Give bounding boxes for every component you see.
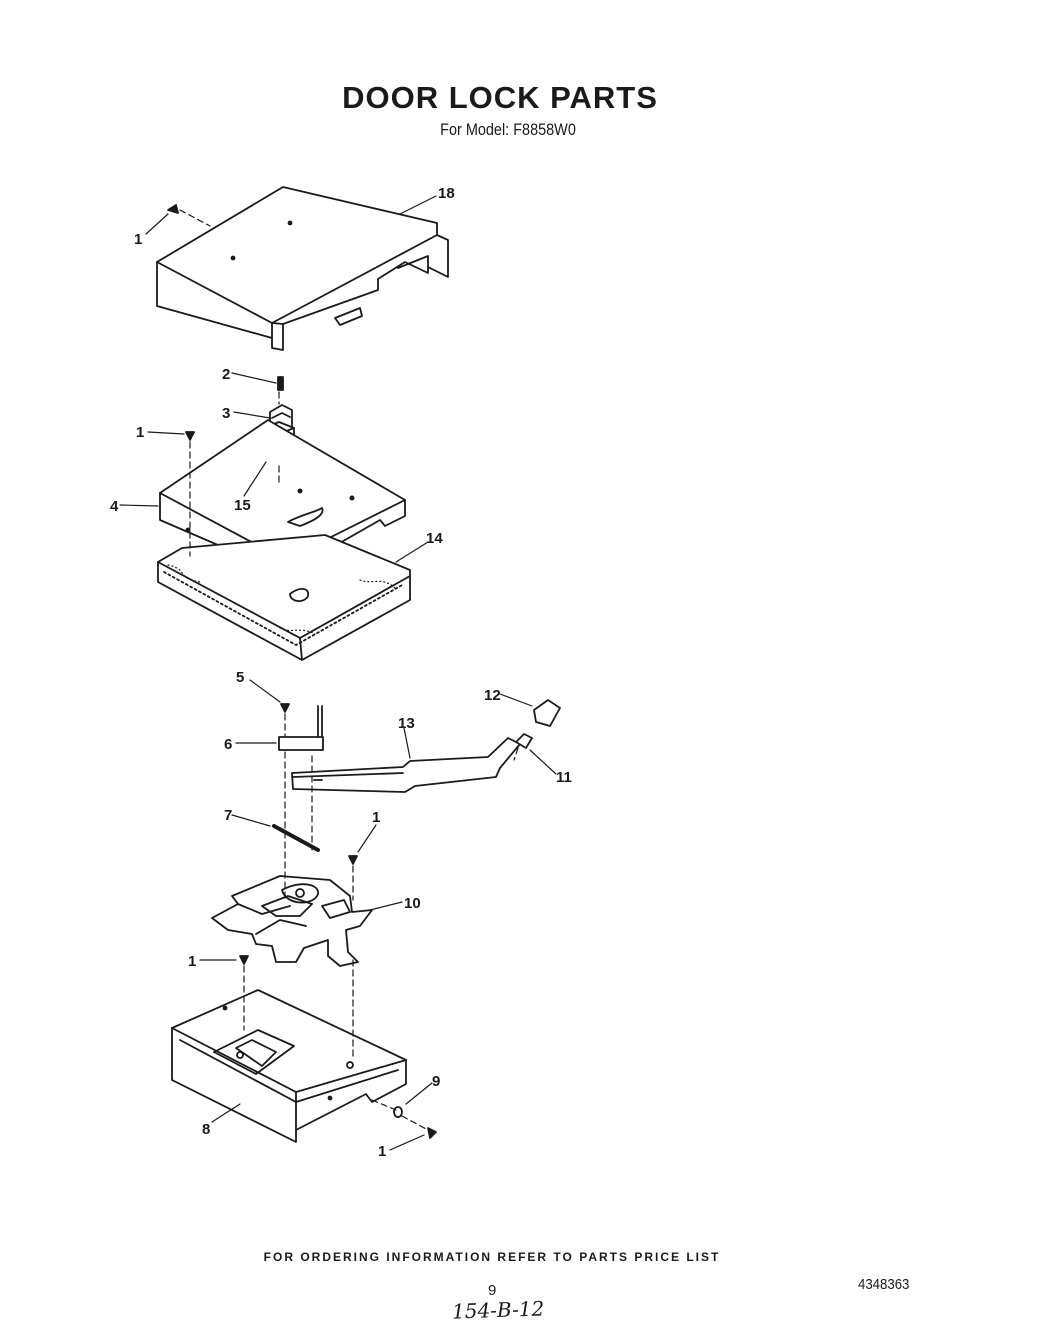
latch-mechanism-part bbox=[211, 875, 373, 967]
page-title: DOOR LOCK PARTS bbox=[342, 80, 658, 115]
callout-3: 3 bbox=[222, 405, 230, 422]
callout-labels: 1 18 2 3 1 4 15 14 5 6 12 13 11 7 1 10 1… bbox=[110, 185, 572, 1160]
callout-leader-lines bbox=[119, 195, 557, 1151]
latch-rod-assembly-part bbox=[278, 699, 561, 793]
assembly-guide-lines bbox=[179, 209, 519, 1131]
callout-6: 6 bbox=[224, 736, 232, 753]
callout-8: 8 bbox=[202, 1121, 210, 1138]
callout-15: 15 bbox=[234, 497, 251, 514]
insulation-pad-part bbox=[157, 534, 411, 661]
callout-12: 12 bbox=[484, 687, 501, 704]
ordering-note: FOR ORDERING INFORMATION REFER TO PARTS … bbox=[263, 1250, 721, 1264]
callout-2: 2 bbox=[222, 366, 230, 383]
document-part-number: 4348363 bbox=[858, 1276, 910, 1293]
callout-1: 1 bbox=[188, 953, 196, 970]
base-tray-part bbox=[171, 989, 407, 1143]
callout-18: 18 bbox=[438, 185, 455, 202]
page-number: 9 bbox=[488, 1282, 497, 1299]
top-cover-part bbox=[156, 186, 449, 351]
callout-4: 4 bbox=[110, 498, 119, 515]
callout-7: 7 bbox=[224, 807, 232, 824]
callout-1: 1 bbox=[378, 1143, 386, 1160]
callout-11: 11 bbox=[556, 769, 572, 786]
callout-10: 10 bbox=[404, 895, 421, 912]
callout-9: 9 bbox=[432, 1073, 440, 1090]
callout-1: 1 bbox=[372, 809, 380, 826]
handwritten-note: 154-B-12 bbox=[451, 1296, 545, 1324]
model-subtitle: For Model: F8858W0 bbox=[440, 120, 576, 139]
callout-1: 1 bbox=[134, 231, 142, 248]
pin-part bbox=[272, 824, 320, 852]
screw-fasteners bbox=[167, 204, 437, 1139]
callout-13: 13 bbox=[398, 715, 415, 732]
callout-1: 1 bbox=[136, 424, 144, 441]
callout-5: 5 bbox=[236, 669, 244, 686]
callout-14: 14 bbox=[426, 530, 443, 547]
